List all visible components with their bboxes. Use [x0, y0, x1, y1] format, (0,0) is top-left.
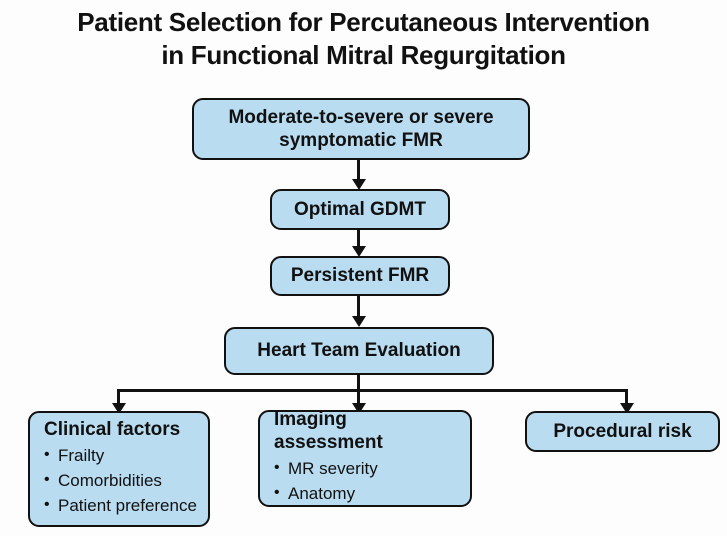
list-item: Comorbidities — [42, 468, 197, 494]
node-imaging-assessment[interactable]: Imaging assessment MR severity Anatomy — [258, 409, 472, 507]
page-title-line-1: Patient Selection for Percutaneous Inter… — [77, 7, 650, 37]
connector-branch-left — [117, 389, 120, 405]
list-item: MR severity — [272, 456, 378, 482]
arrowhead-persistent-to-heart-team — [351, 316, 366, 327]
node-persistent-fmr-label: Persistent FMR — [290, 265, 430, 287]
node-procedural-risk-label: Procedural risk — [553, 420, 692, 442]
connector-persistent-to-heart-team — [357, 296, 360, 317]
node-optimal-gdmt-label: Optimal GDMT — [294, 198, 426, 220]
node-moderate-to-severe-fmr-line-2: symptomatic FMR — [279, 130, 443, 151]
clinical-factors-list: Frailty Comorbidities Patient preference — [42, 443, 197, 519]
node-heart-team-evaluation-label: Heart Team Evaluation — [257, 340, 461, 362]
arrowhead-gdmt-to-persistent — [351, 246, 366, 257]
node-clinical-factors-label: Clinical factors — [44, 418, 181, 440]
node-clinical-factors[interactable]: Clinical factors Frailty Comorbidities P… — [28, 411, 210, 527]
node-moderate-to-severe-fmr-line-1: Moderate-to-severe or severe — [228, 106, 494, 128]
connector-heart-team-stem — [357, 375, 360, 391]
node-procedural-risk[interactable]: Procedural risk — [525, 411, 720, 452]
node-persistent-fmr[interactable]: Persistent FMR — [270, 256, 450, 296]
page-title-line-2: in Functional Mitral Regurgitation — [161, 40, 566, 71]
list-item: Patient preference — [42, 493, 197, 519]
imaging-assessment-list: MR severity Anatomy — [272, 456, 378, 507]
connector-branch-right — [625, 389, 628, 405]
node-imaging-assessment-label: Imaging assessment — [274, 409, 383, 454]
connector-branch-bar — [117, 389, 628, 392]
page-title: Patient Selection for Percutaneous Inter… — [0, 6, 727, 73]
list-item: Frailty — [42, 443, 197, 469]
arrowhead-to-procedural-risk — [619, 403, 634, 414]
connector-fmr-to-gdmt — [357, 160, 360, 181]
arrowhead-to-clinical-factors — [111, 403, 126, 414]
node-heart-team-evaluation[interactable]: Heart Team Evaluation — [224, 327, 494, 375]
node-moderate-to-severe-fmr[interactable]: Moderate-to-severe or severe symptomatic… — [192, 98, 530, 160]
list-item: Anatomy — [272, 481, 378, 507]
connector-gdmt-to-persistent — [357, 230, 360, 248]
connector-branch-center — [357, 389, 360, 405]
arrowhead-to-imaging-assessment — [351, 403, 366, 414]
node-optimal-gdmt[interactable]: Optimal GDMT — [270, 189, 450, 230]
arrowhead-fmr-to-gdmt — [351, 179, 366, 190]
